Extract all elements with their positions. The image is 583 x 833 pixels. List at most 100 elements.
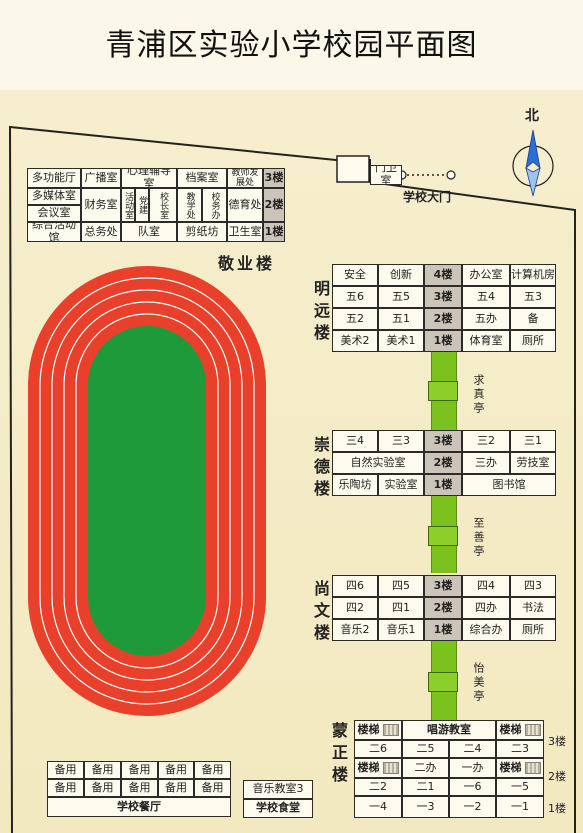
room-archive: 档案室	[177, 168, 227, 188]
room-finance: 财务室	[81, 188, 121, 222]
room-spare: 备用	[121, 779, 158, 797]
floor-label: 2楼	[263, 188, 285, 222]
floor-label: 2楼	[424, 597, 462, 619]
room: 二5	[402, 740, 449, 758]
room: 二1	[402, 778, 449, 796]
pavilion-icon	[428, 526, 458, 546]
floor-label: 2楼	[548, 770, 566, 783]
room: 书法	[510, 597, 556, 619]
room: 五1	[378, 308, 424, 330]
room: 二办	[402, 758, 449, 778]
room: 五5	[378, 286, 424, 308]
room-spare: 备用	[158, 761, 194, 779]
floor-label: 2楼	[424, 308, 462, 330]
room: 音乐1	[378, 619, 424, 641]
room: 五6	[332, 286, 378, 308]
room-teaching-office: 教学处	[177, 188, 202, 222]
floor-label: 3楼	[424, 430, 462, 452]
room-spare: 备用	[121, 761, 158, 779]
room: 创新	[378, 264, 424, 286]
room-party: 党建	[135, 188, 149, 222]
room: 一3	[402, 796, 449, 818]
room-activity: 活动室	[121, 188, 135, 222]
room-music3: 音乐教室3	[243, 780, 313, 799]
room-school-affairs: 校务办	[202, 188, 227, 222]
room: 安全	[332, 264, 378, 286]
building-name-mengzheng: 蒙正楼	[329, 722, 348, 788]
room: 三1	[510, 430, 556, 452]
floor-label: 1楼	[548, 802, 566, 815]
room-team: 队室	[121, 222, 177, 242]
page-title: 青浦区实验小学校园平面图	[105, 28, 478, 63]
room-activity-hall: 综合活动馆	[27, 222, 81, 242]
stairs: 楼梯	[496, 758, 544, 778]
floor-label: 1楼	[424, 474, 462, 496]
room-singing: 唱游教室	[402, 720, 496, 740]
floor-label: 3楼	[424, 575, 462, 597]
room-spare: 备用	[158, 779, 194, 797]
room: 四4	[462, 575, 510, 597]
room: 四2	[332, 597, 378, 619]
floor-label: 3楼	[424, 286, 462, 308]
room: 二2	[354, 778, 402, 796]
room: 五3	[510, 286, 556, 308]
pavilion-icon	[428, 381, 458, 401]
room: 办公室	[462, 264, 510, 286]
room: 图书馆	[462, 474, 556, 496]
room: 三2	[462, 430, 510, 452]
room: 三3	[378, 430, 424, 452]
room: 乐陶坊	[332, 474, 378, 496]
room: 一6	[449, 778, 496, 796]
room: 美术1	[378, 330, 424, 352]
guard-room: 门卫室	[370, 165, 402, 185]
room: 一5	[496, 778, 544, 796]
room: 实验室	[378, 474, 424, 496]
main-gate-label: 学校大门	[403, 190, 452, 204]
room-principal: 校长室	[149, 188, 177, 222]
room: 三4	[332, 430, 378, 452]
room: 一1	[496, 796, 544, 818]
room: 五4	[462, 286, 510, 308]
floor-label: 3楼	[263, 168, 285, 188]
room-spare: 备用	[47, 779, 84, 797]
room: 体育室	[462, 330, 510, 352]
room-general-affairs: 总务处	[81, 222, 121, 242]
room: 一办	[449, 758, 496, 778]
building-name-mingyuan: 明远楼	[311, 280, 330, 346]
room-cafeteria: 学校食堂	[243, 799, 313, 818]
room-broadcast: 广播室	[81, 168, 121, 188]
room: 劳技室	[510, 452, 556, 474]
pavilion-icon	[428, 672, 458, 692]
floor-label: 1楼	[424, 619, 462, 641]
pavilion-qiuzhen: 求真亭	[472, 374, 485, 416]
stairs-icon	[382, 762, 399, 774]
pavilion-zhishan: 至善亭	[472, 517, 485, 559]
floor-label: 2楼	[424, 452, 462, 474]
stairs: 楼梯	[354, 720, 402, 740]
room: 厕所	[510, 330, 556, 352]
room: 美术2	[332, 330, 378, 352]
room-spare: 备用	[47, 761, 84, 779]
room: 音乐2	[332, 619, 378, 641]
running-track	[28, 266, 266, 716]
room: 综合办	[462, 619, 510, 641]
stairs: 楼梯	[354, 758, 402, 778]
building-name-chongde: 崇德楼	[311, 436, 330, 502]
floor-label: 3楼	[548, 735, 566, 748]
north-label: 北	[525, 108, 539, 124]
room: 四3	[510, 575, 556, 597]
room: 五2	[332, 308, 378, 330]
room-dining-hall: 学校餐厅	[47, 797, 231, 817]
room: 备	[510, 308, 556, 330]
building-name-shangwen: 尚文楼	[311, 580, 330, 646]
stairs-icon	[382, 724, 399, 736]
floor-label: 1楼	[263, 222, 285, 242]
floor-label: 4楼	[424, 264, 462, 286]
building-name-jingye: 敬业楼	[218, 254, 276, 273]
room-meeting: 会议室	[27, 205, 81, 222]
room: 一4	[354, 796, 402, 818]
room: 自然实验室	[332, 452, 424, 474]
room-spare: 备用	[194, 761, 231, 779]
room: 四5	[378, 575, 424, 597]
room: 一2	[449, 796, 496, 818]
